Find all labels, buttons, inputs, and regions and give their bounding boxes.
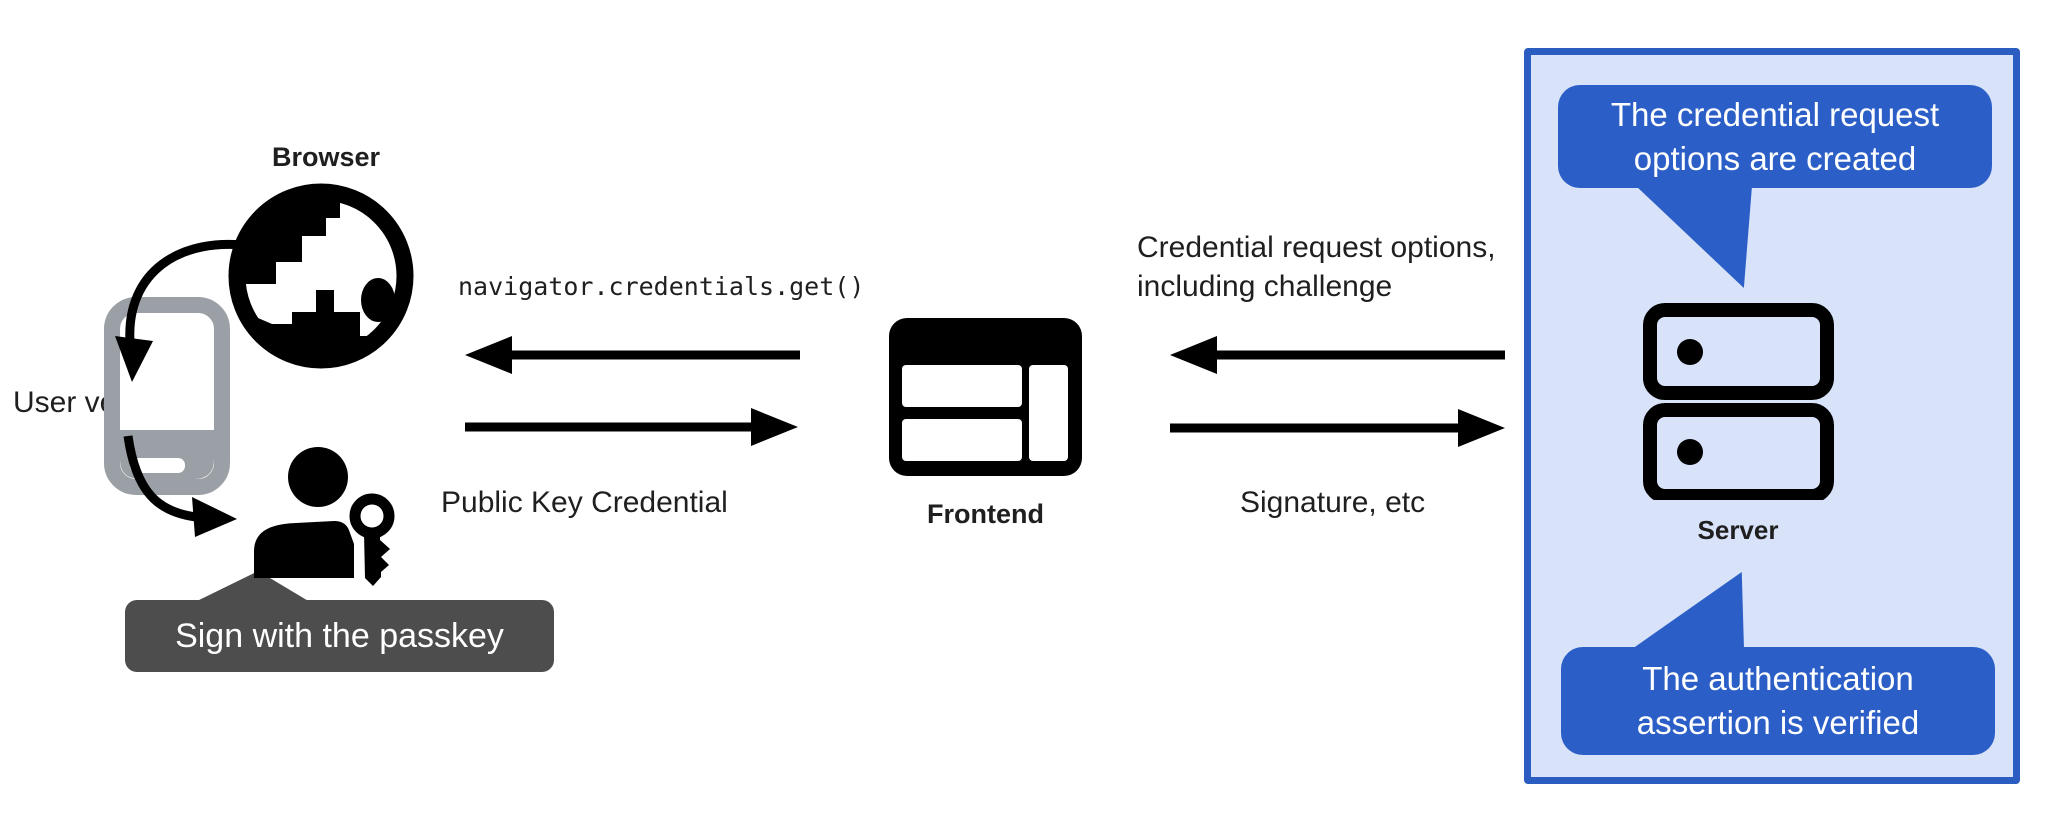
frontend-label: Frontend (927, 499, 1044, 529)
arrow-public-key-credential (465, 408, 798, 446)
browser-window-icon (889, 318, 1082, 476)
assertion-verified-bubble: The authentication assertion is verified (1561, 647, 1995, 755)
bubble-bottom-line2: assertion is verified (1636, 704, 1920, 741)
browser-label: Browser (271, 142, 381, 172)
arrow-signature (1170, 409, 1505, 447)
public-key-credential-label: Public Key Credential (441, 486, 728, 519)
credential-request-options-label: Credential request options, including ch… (1137, 228, 1496, 306)
user-with-key-icon (254, 447, 395, 586)
smartphone-icon (104, 297, 230, 495)
arrow-get-call (465, 336, 800, 374)
arrow-credential-options (1170, 336, 1505, 374)
bubble-top-line2: options are created (1633, 139, 1917, 177)
signature-etc-label: Signature, etc (1240, 486, 1426, 519)
bubble-top-line1: The credential request (1610, 95, 1940, 133)
passkey-tooltip: Sign with the passkey (125, 600, 554, 672)
passkey-tooltip-text: Sign with the passkey (175, 616, 504, 655)
server-stack-icon (1643, 303, 1834, 500)
credential-options-created-bubble: The credential request options are creat… (1558, 85, 1992, 188)
bubble-bottom-line1: The authentication (1642, 660, 1914, 697)
credential-request-options-line1: Credential request options, (1137, 231, 1496, 264)
globe-icon (228, 183, 414, 369)
credential-request-options-line2: including challenge (1137, 270, 1393, 303)
server-label: Server (1697, 515, 1779, 545)
navigator-credentials-get-label: navigator.credentials.get() (458, 272, 865, 301)
